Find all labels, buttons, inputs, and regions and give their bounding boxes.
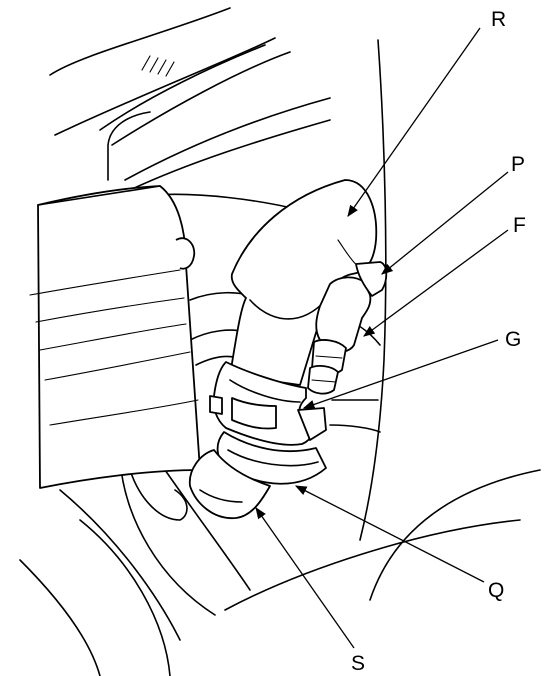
callout-Q: Q <box>488 579 504 602</box>
lower-hose <box>188 449 271 519</box>
leader-lines <box>255 27 509 649</box>
upper-hose <box>229 179 378 386</box>
callout-R: R <box>491 8 506 31</box>
callout-F: F <box>513 214 526 237</box>
callout-G: G <box>505 328 521 351</box>
callout-P: P <box>511 153 525 176</box>
air-cleaner-housing <box>29 185 201 489</box>
callout-S: S <box>351 652 365 675</box>
quick-connector <box>307 261 388 395</box>
hose-clamp <box>209 361 327 485</box>
